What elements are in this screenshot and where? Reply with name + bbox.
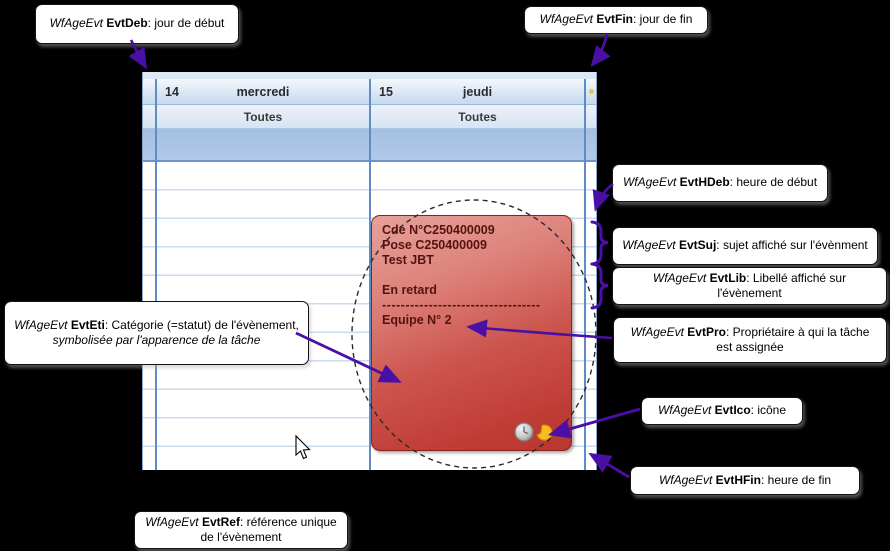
- arrow-evthfin: [588, 452, 630, 479]
- callout-evthfin: WfAgeEvt EvtHFin: heure de fin: [630, 466, 860, 495]
- field-name: EvtFin: [596, 12, 633, 27]
- class-name: WfAgeEvt: [658, 472, 713, 487]
- field-desc: : heure de fin: [760, 472, 832, 487]
- day-number: 14: [165, 84, 179, 99]
- field-name: EvtRef: [201, 514, 240, 529]
- field-desc: : Propriétaire à qui la tâche est assign…: [716, 324, 870, 354]
- class-name: WfAgeEvt: [14, 317, 68, 332]
- field-desc-italic: symbolisée par l'apparence de la tâche: [52, 333, 261, 347]
- event-separator: ----------------------------------: [382, 298, 541, 312]
- yellow-badge-icon: [536, 424, 553, 441]
- field-desc: : jour de début: [147, 16, 225, 31]
- field-name: EvtEti: [70, 317, 105, 332]
- class-name: WfAgeEvt: [622, 238, 676, 253]
- day-header-thursday[interactable]: 15 jeudi: [371, 79, 584, 104]
- callout-evtfin: WfAgeEvt EvtFin: jour de fin: [524, 6, 708, 34]
- event-subject-line: Cde N°C250400009: [382, 223, 495, 237]
- field-name: EvtSuj: [678, 238, 717, 253]
- field-name: EvtPro: [687, 324, 726, 339]
- gutter-divider-line: [155, 79, 157, 470]
- callout-evteti: WfAgeEvt EvtEti: Catégorie (=statut) de …: [4, 301, 309, 365]
- field-desc: : Libellé affiché sur l'évènement: [717, 270, 847, 300]
- field-desc: : icône: [750, 403, 787, 418]
- callout-evthdeb: WfAgeEvt EvtHDeb: heure de début: [612, 164, 828, 202]
- class-name: WfAgeEvt: [630, 324, 684, 339]
- class-name: WfAgeEvt: [145, 514, 199, 529]
- event-card[interactable]: Cde N°C250400009 Pose C250400009 Test JB…: [371, 215, 572, 451]
- clock-icon: [514, 422, 553, 442]
- callout-evtdeb: WfAgeEvt EvtDeb: jour de début: [35, 4, 239, 44]
- arrow-evtfin: [590, 32, 611, 68]
- day-name: mercredi: [236, 84, 290, 99]
- arrow-evthdeb: [592, 182, 614, 212]
- event-subject-line: Test JBT: [382, 253, 434, 267]
- sliver-warning-icon: [589, 89, 594, 94]
- class-name: WfAgeEvt: [49, 16, 103, 31]
- field-name: EvtIco: [714, 403, 751, 418]
- day-header-wednesday[interactable]: 14 mercredi: [157, 79, 369, 104]
- filter-toutes-wednesday[interactable]: Toutes: [243, 109, 283, 124]
- event-status-label: En retard: [382, 283, 437, 297]
- callout-evtref: WfAgeEvt EvtRef: référence unique de l'é…: [134, 511, 348, 549]
- callout-evtsuj: WfAgeEvt EvtSuj: sujet affiché sur l'évè…: [612, 227, 878, 265]
- field-name: EvtDeb: [106, 16, 148, 31]
- callout-evtico: WfAgeEvt EvtIco: icône: [641, 397, 803, 425]
- day-name: jeudi: [462, 84, 493, 99]
- field-name: EvtHFin: [715, 472, 761, 487]
- class-name: WfAgeEvt: [539, 12, 593, 27]
- field-desc: : jour de fin: [633, 12, 693, 27]
- field-desc: : sujet affiché sur l'évènment: [716, 238, 868, 253]
- class-name: WfAgeEvt: [657, 403, 712, 418]
- class-name: WfAgeEvt: [622, 175, 677, 190]
- day-number: 15: [379, 84, 393, 99]
- field-name: EvtLib: [709, 270, 747, 285]
- field-desc: : référence unique de l'évènement: [200, 514, 337, 544]
- field-desc: : Catégorie (=statut) de l'évènement,: [104, 317, 299, 332]
- filter-toutes-thursday[interactable]: Toutes: [458, 109, 497, 124]
- callout-evtlib: WfAgeEvt EvtLib: Libellé affiché sur l'é…: [612, 267, 887, 305]
- field-desc: : heure de début: [729, 175, 818, 190]
- event-subject-line: Pose C250400009: [382, 238, 487, 252]
- callout-evtpro: WfAgeEvt EvtPro: Propriétaire à qui la t…: [613, 317, 887, 363]
- class-name: WfAgeEvt: [652, 270, 707, 285]
- event-owner-label: Equipe N° 2: [382, 313, 452, 327]
- column-divider-line: [584, 79, 586, 470]
- field-name: EvtHDeb: [679, 175, 730, 190]
